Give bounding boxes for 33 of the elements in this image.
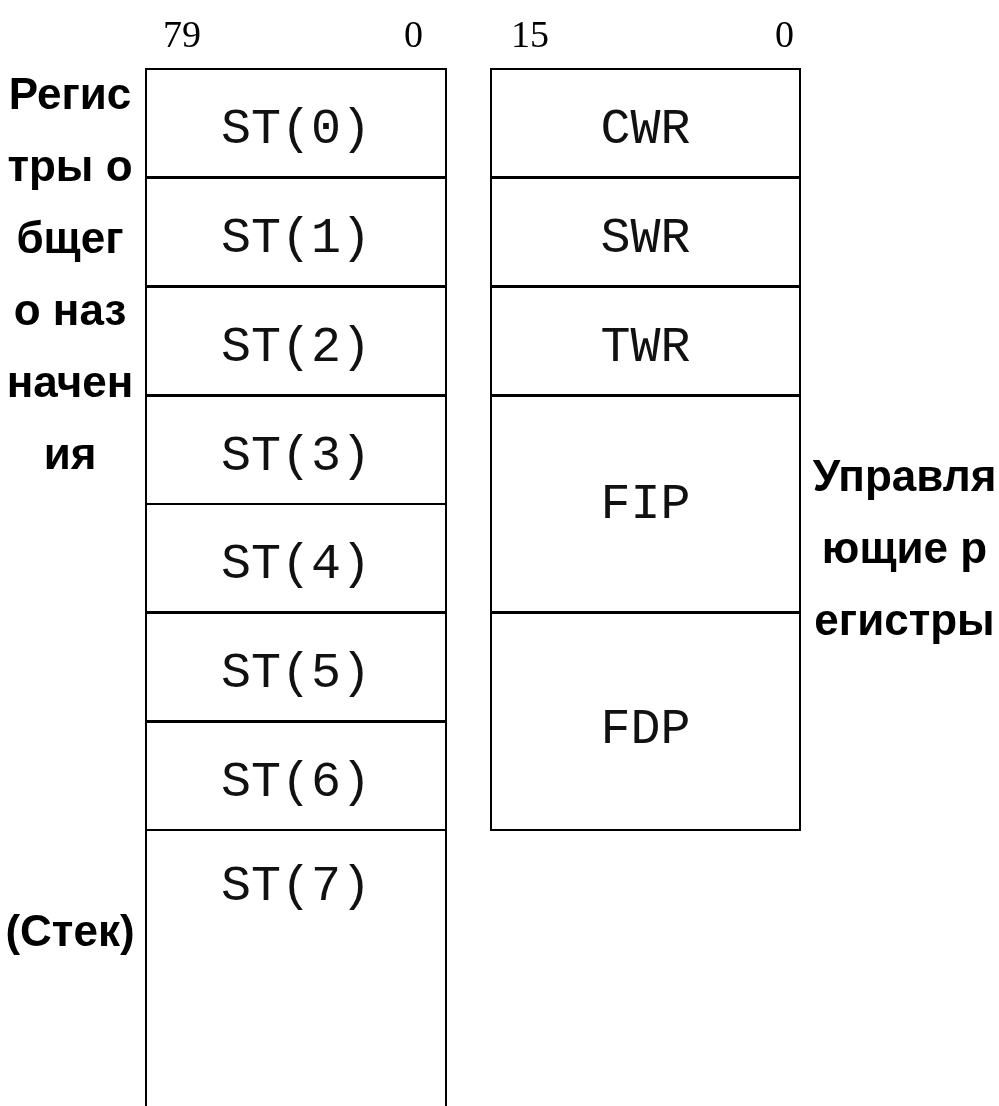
register-box xyxy=(490,286,801,396)
bit-number: 79 xyxy=(163,12,201,56)
register-box xyxy=(145,68,447,178)
register-box xyxy=(145,612,447,722)
register-name: CWR xyxy=(600,102,691,158)
register-name: ST(5) xyxy=(221,646,371,702)
register-name: ST(1) xyxy=(221,211,371,267)
register-name: FIP xyxy=(600,477,691,533)
bit-number: 0 xyxy=(404,12,423,56)
register-name: ST(3) xyxy=(221,429,371,485)
register-name: SWR xyxy=(600,211,691,267)
register-name: ST(4) xyxy=(221,537,371,593)
group-label: (Стек) xyxy=(4,905,136,957)
register-box xyxy=(145,503,447,613)
register-name: ST(0) xyxy=(221,102,371,158)
register-box xyxy=(490,395,801,613)
bit-number: 15 xyxy=(511,12,549,56)
register-name: TWR xyxy=(600,320,691,376)
group-label: Регистры общего назначения xyxy=(5,68,135,480)
register-name: ST(6) xyxy=(221,755,371,811)
register-box xyxy=(145,721,447,831)
register-box xyxy=(490,612,801,831)
register-box xyxy=(490,177,801,287)
register-box xyxy=(145,286,447,396)
register-box xyxy=(145,829,447,1106)
bit-number: 0 xyxy=(775,12,794,56)
register-name: FDP xyxy=(600,702,691,758)
register-box xyxy=(145,395,447,505)
register-name: ST(7) xyxy=(221,859,371,915)
register-name: ST(2) xyxy=(221,320,371,376)
group-label: Управляющие регистры xyxy=(812,450,997,646)
register-box xyxy=(145,177,447,287)
register-box xyxy=(490,68,801,178)
